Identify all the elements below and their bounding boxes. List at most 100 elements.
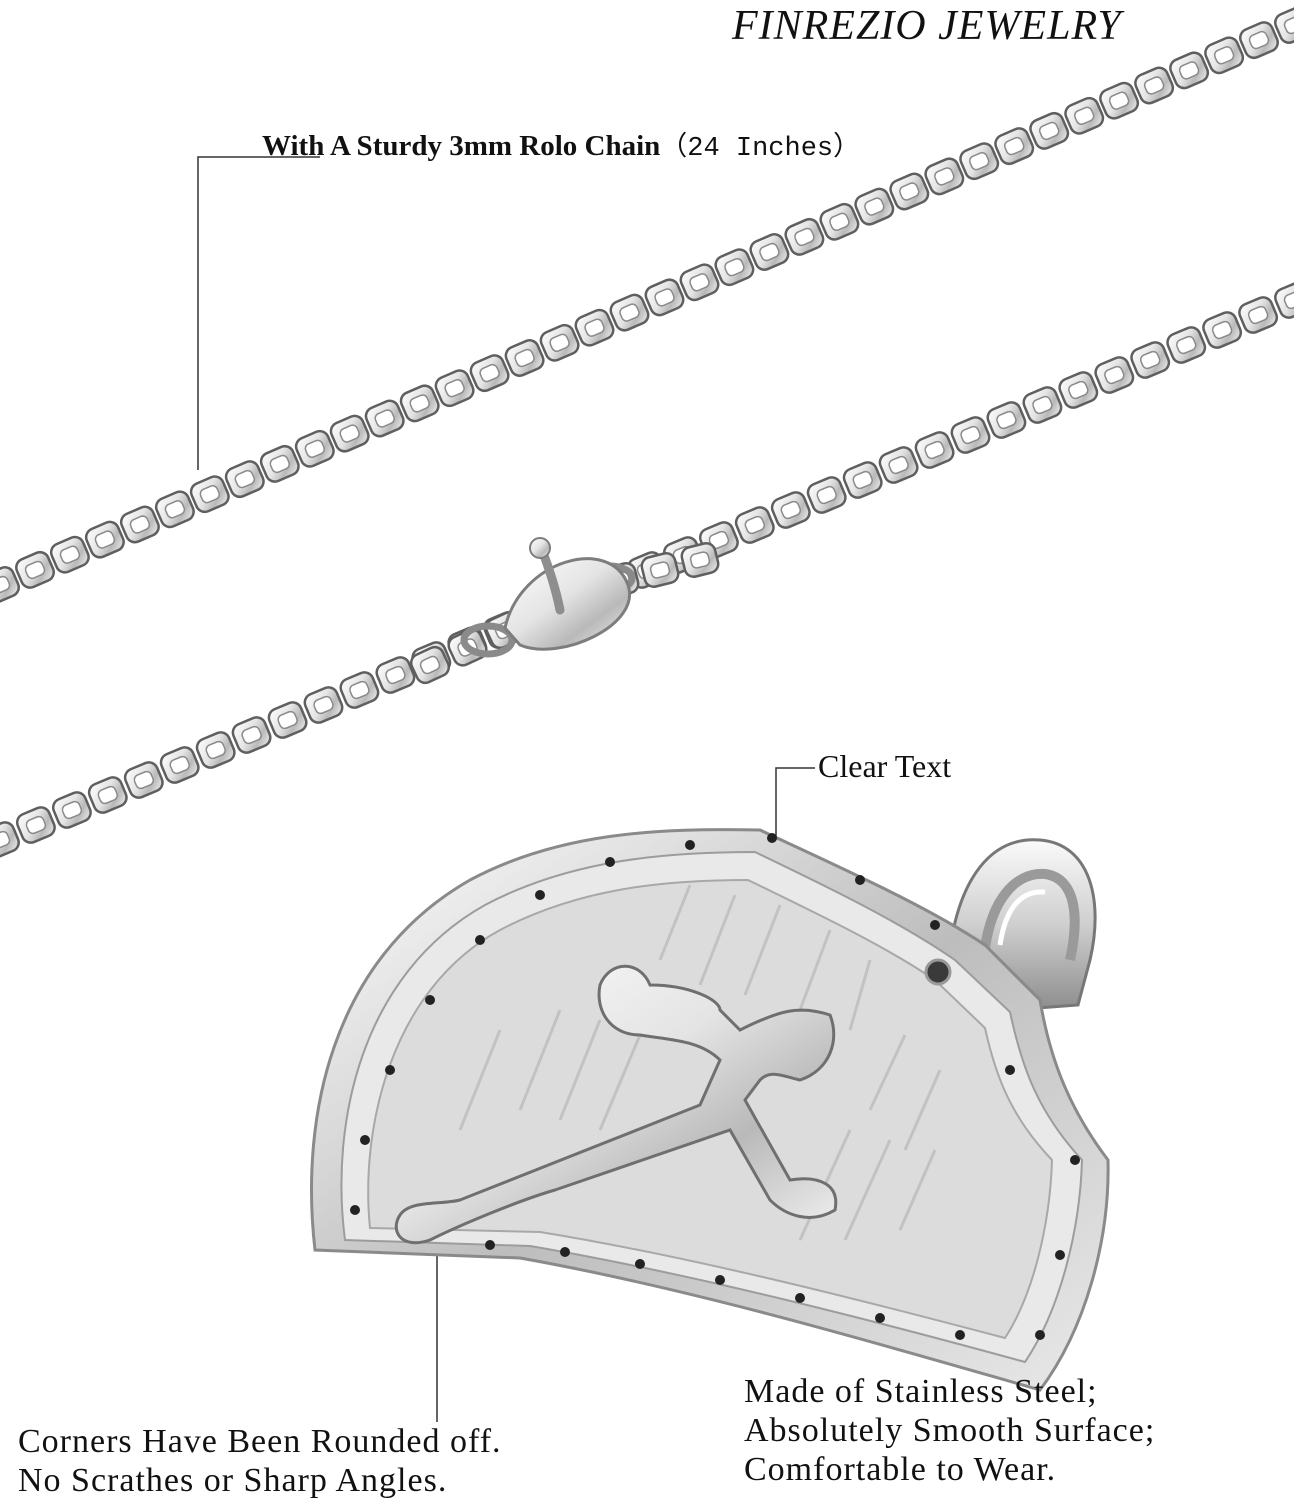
rivet-dot (360, 1135, 370, 1145)
chain-link (1166, 326, 1207, 364)
chain-link (119, 505, 160, 544)
chain-caption: With A Sturdy 3mm Rolo Chain（24 Inches） (262, 124, 860, 164)
rivet-dot (535, 890, 545, 900)
chain-link (889, 172, 930, 211)
chain-link (1274, 6, 1294, 44)
rivet-dot (955, 1330, 965, 1340)
rivet-dot (930, 920, 940, 930)
chain-link (749, 233, 790, 271)
rivet-dot (875, 1313, 885, 1323)
chain-link (0, 566, 20, 604)
chain-link (15, 806, 56, 844)
chain-link (399, 384, 440, 423)
chain-link (87, 776, 128, 814)
chain-link (959, 142, 1000, 181)
chain-link (950, 416, 991, 454)
rivet-dots (350, 833, 1080, 1340)
corners-line: No Scrathes or Sharp Angles. (18, 1462, 448, 1499)
brand-name: FINREZIO JEWELRY (732, 3, 1122, 49)
rivet-dot (1005, 1065, 1015, 1075)
cross-emblem (394, 964, 838, 1245)
rivet-dot (350, 1205, 360, 1215)
chain-link (539, 323, 580, 362)
chain-link (0, 821, 20, 859)
chain-link (1274, 281, 1294, 319)
material-caption: Made of Stainless Steel; Absolutely Smoo… (744, 1372, 1155, 1489)
chain-link (267, 701, 308, 739)
rivet-dot (560, 1247, 570, 1257)
corners-line: Corners Have Been Rounded off. (18, 1423, 502, 1460)
chain-link (679, 263, 720, 302)
chain-link (159, 746, 200, 784)
chain-link (195, 731, 236, 769)
material-line: Comfortable to Wear. (744, 1451, 1057, 1488)
chain-link (231, 716, 272, 754)
chain-link (644, 278, 685, 317)
rivet-dot (475, 935, 485, 945)
chain-link (189, 475, 230, 514)
rivet-dot (767, 833, 777, 843)
clear-text-caption: Clear Text (818, 748, 952, 784)
chain-link (842, 461, 883, 499)
chain-link (1094, 356, 1135, 394)
material-line: Made of Stainless Steel; (744, 1373, 1098, 1410)
chain-link (294, 429, 335, 468)
chain-link (784, 217, 825, 256)
chain-link (1029, 111, 1070, 150)
chain-caption-length: （24 Inches） (660, 134, 861, 164)
chain-link (303, 686, 344, 724)
chain-link (806, 476, 847, 514)
rivet-dot (685, 840, 695, 850)
shield-pendant (310, 828, 1110, 1392)
chain-link (609, 293, 650, 332)
chain-link (914, 431, 955, 469)
chain-link (49, 535, 90, 574)
chain-link (924, 157, 965, 196)
lobster-clasp (460, 537, 636, 658)
chain-link (1058, 371, 1099, 409)
chain-link (986, 401, 1027, 439)
rivet-dot (385, 1065, 395, 1075)
chain-link (1204, 36, 1245, 75)
chain-link (574, 308, 615, 347)
rivet-dot (485, 1240, 495, 1250)
bail-hole (924, 958, 952, 986)
chain-link (51, 791, 92, 829)
chain-link (259, 444, 300, 483)
rivet-dot (1055, 1250, 1065, 1260)
chain-link (339, 671, 380, 709)
chain-link (640, 551, 680, 589)
chain-link (1130, 341, 1171, 379)
chain-link (154, 490, 195, 529)
chain-link (734, 506, 775, 544)
chain-link (1202, 311, 1243, 349)
chain-link (123, 761, 164, 799)
chain-link (1169, 51, 1210, 90)
chain-link (854, 187, 895, 226)
chain-link (994, 127, 1035, 166)
chain-link (1064, 96, 1105, 135)
rivet-dot (635, 1259, 645, 1269)
rivet-dot (795, 1293, 805, 1303)
chain-link (84, 520, 125, 559)
rivet-dot (1070, 1155, 1080, 1165)
material-line: Absolutely Smooth Surface; (744, 1412, 1156, 1449)
chain-link (409, 645, 451, 685)
chain-link (819, 202, 860, 241)
chain-link (714, 248, 755, 287)
chain-link (680, 541, 720, 579)
chain-link (224, 460, 265, 499)
chain-link (434, 369, 475, 408)
rivet-dot (715, 1275, 725, 1285)
rivet-dot (1035, 1330, 1045, 1340)
chain-link (364, 399, 405, 438)
chain-link (15, 550, 55, 589)
corners-caption: Corners Have Been Rounded off. No Scrath… (18, 1422, 502, 1500)
chain-link (1022, 386, 1063, 424)
chain-link (1238, 296, 1279, 334)
chain-link (504, 339, 545, 377)
chain-link (375, 656, 416, 694)
chain-link (770, 491, 811, 529)
